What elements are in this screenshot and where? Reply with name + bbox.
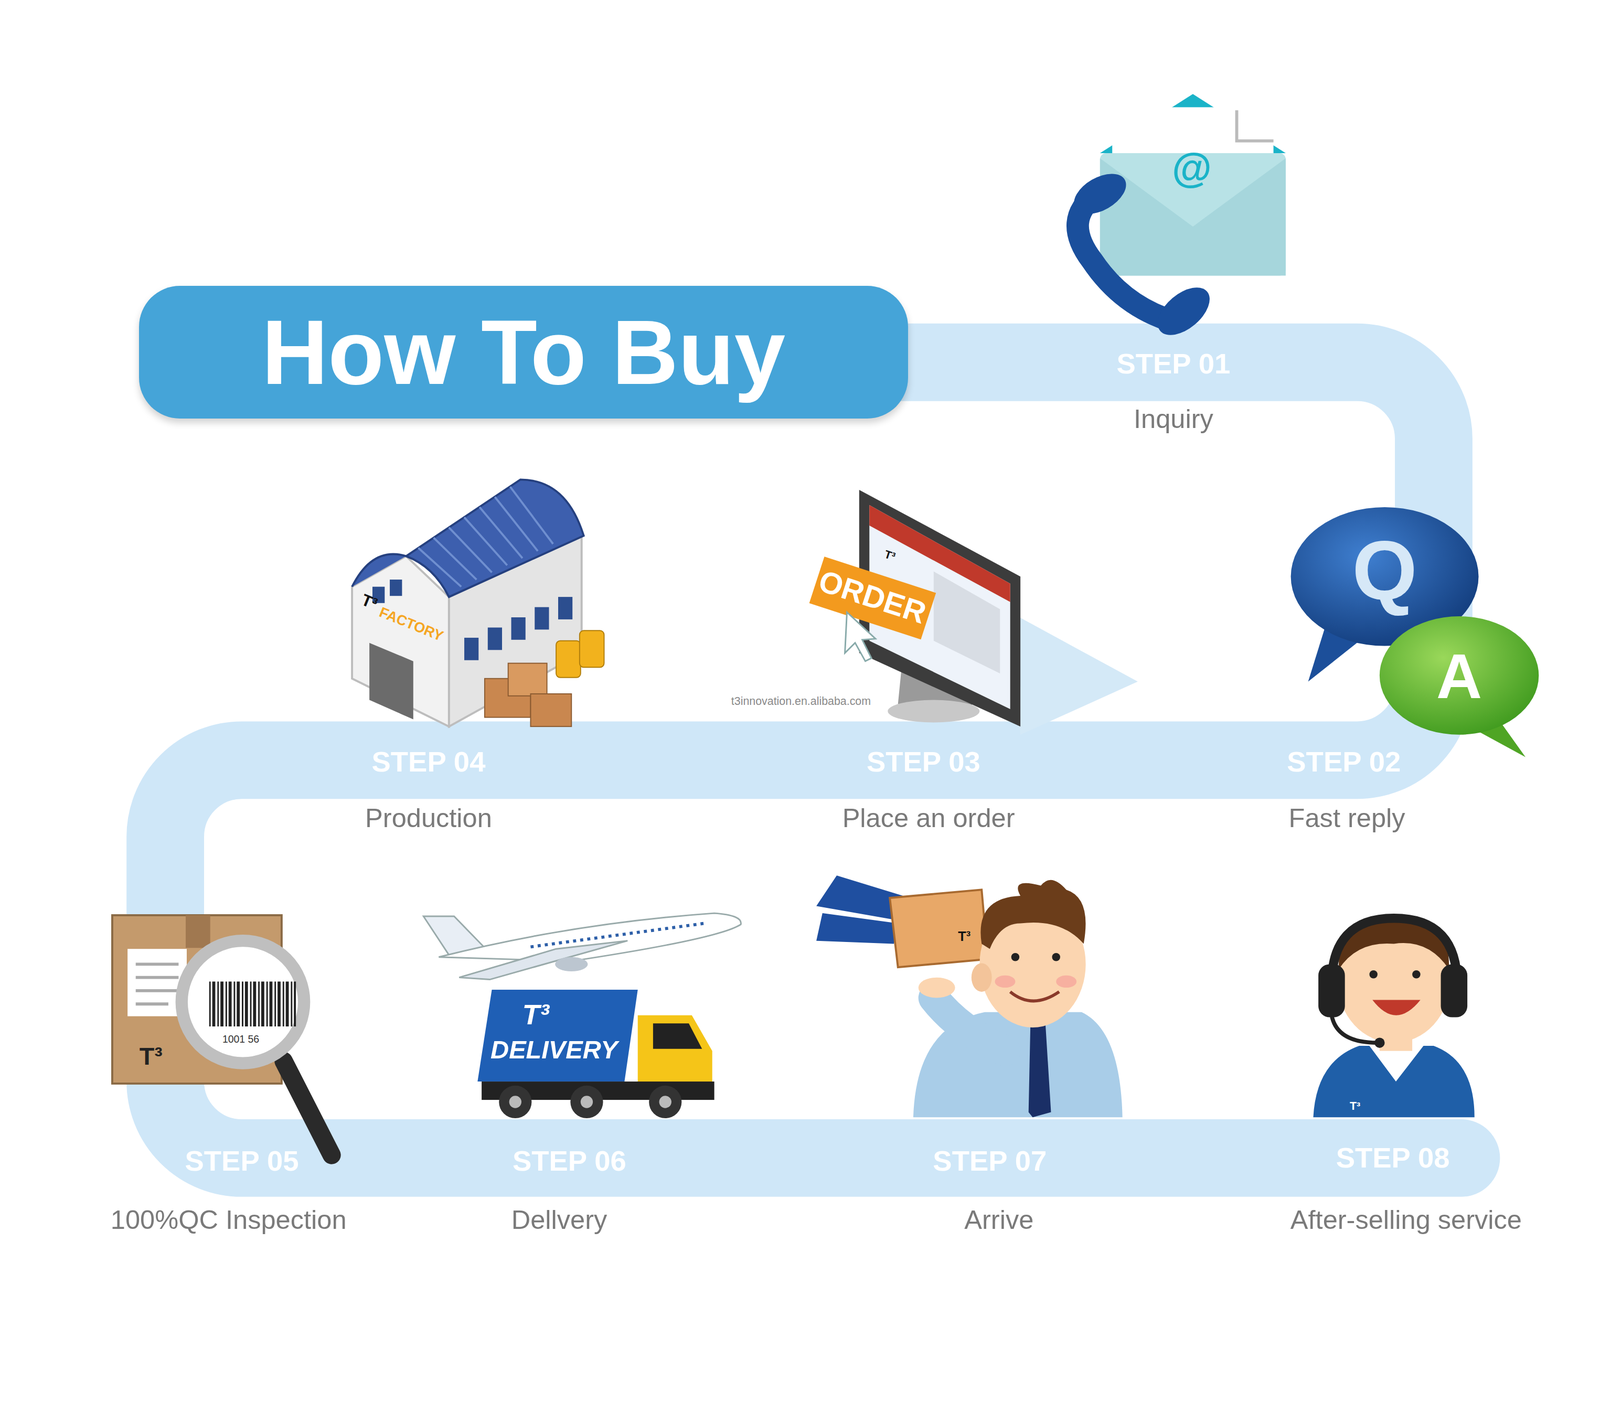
step-name: Production: [365, 803, 493, 834]
step-number: STEP 04: [371, 746, 486, 778]
step-name: Place an order: [842, 803, 1016, 834]
step-name: After-selling service: [1290, 1206, 1522, 1236]
email-symbol: @: [1171, 145, 1212, 191]
step-name: 100%QC Inspection: [110, 1206, 347, 1236]
watermark: t3innovation.en.alibaba.com: [731, 695, 871, 709]
step-name: Fast reply: [1288, 803, 1406, 834]
step-number: STEP 07: [932, 1145, 1047, 1178]
step-number: STEP 02: [1286, 746, 1401, 778]
step-name: Dellvery: [511, 1206, 608, 1236]
title-bar: How To Buy: [139, 285, 909, 419]
factory: [352, 479, 604, 727]
step-name: Inquiry: [1133, 404, 1214, 435]
step-name: Arrive: [964, 1206, 1034, 1236]
barcode-number: 1001 56: [222, 1033, 260, 1045]
support-agent: [1313, 918, 1475, 1118]
qa-bubbles: [1291, 507, 1540, 758]
brand-mark: T³: [1349, 1101, 1361, 1114]
qc-box: [112, 915, 332, 1156]
flow-band: [165, 362, 1461, 1159]
truck-sign: DELIVERY: [490, 1036, 618, 1064]
q-letter: Q: [1352, 525, 1418, 618]
brand-mark: T³: [957, 929, 971, 945]
title: How To Buy: [261, 299, 786, 405]
step-number: STEP 08: [1336, 1142, 1450, 1175]
step-number: STEP 06: [512, 1145, 627, 1178]
step-number: STEP 03: [866, 746, 981, 778]
customer: [816, 875, 1123, 1118]
step-number: STEP 01: [1116, 348, 1231, 380]
inquiry-icon: [1067, 93, 1286, 345]
brand-mark: T³: [522, 999, 550, 1031]
step-number: STEP 05: [185, 1145, 300, 1178]
a-letter: A: [1436, 641, 1482, 712]
plane-truck: [423, 913, 741, 1119]
brand-mark: T³: [139, 1043, 163, 1071]
